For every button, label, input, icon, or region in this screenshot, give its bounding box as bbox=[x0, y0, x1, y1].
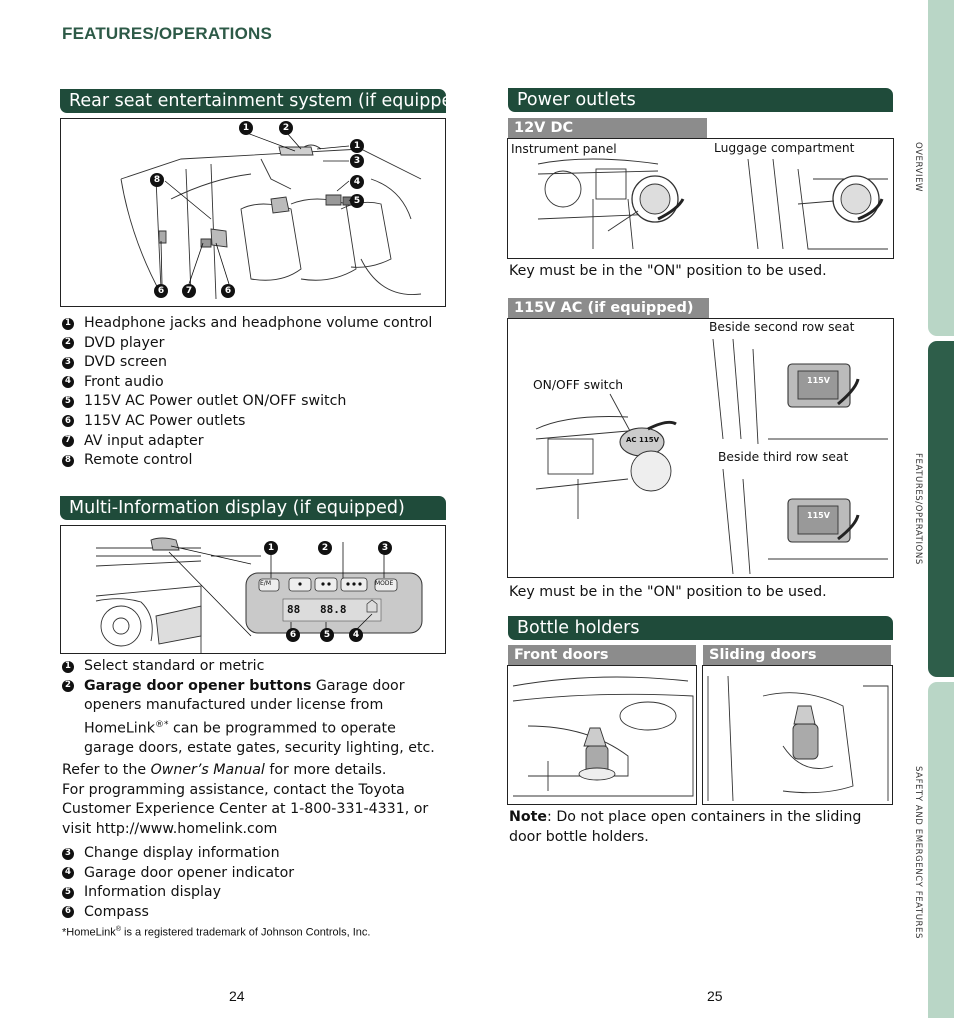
second-row-label: Beside second row seat bbox=[709, 320, 855, 334]
callout-5: 5 bbox=[350, 194, 364, 208]
callout-4: 4 bbox=[350, 175, 364, 189]
homelink-footnote: *HomeLink® is a registered trademark of … bbox=[62, 926, 371, 939]
bottle-note: Note: Do not place open containers in th… bbox=[509, 809, 862, 845]
dc-key-note: Key must be in the "ON" position to be u… bbox=[509, 263, 827, 279]
callout-4: 4 bbox=[349, 628, 363, 642]
side-label-features: FEATURES/OPERATIONS bbox=[913, 453, 923, 565]
callout-1: 1 bbox=[239, 121, 253, 135]
callout-5: 5 bbox=[320, 628, 334, 642]
dc-subtitle: 12V DC bbox=[508, 118, 707, 138]
dc-outlet-illustration: Instrument panel Luggage compartment bbox=[507, 138, 894, 259]
sliding-doors-subtitle: Sliding doors bbox=[703, 645, 891, 665]
page-number-left: 24 bbox=[229, 988, 245, 1004]
list-item: 2 Garage door opener buttons Garage door… bbox=[62, 677, 452, 759]
callout-6b: 6 bbox=[221, 284, 235, 298]
van-interior-drawing bbox=[120, 132, 422, 300]
luggage-compartment-label: Luggage compartment bbox=[714, 141, 855, 155]
callout-7: 7 bbox=[182, 284, 196, 298]
garage-door-bold: Garage door opener buttons bbox=[84, 677, 312, 694]
callout-1b: 1 bbox=[350, 139, 364, 153]
side-tabs bbox=[928, 0, 954, 1018]
callout-6: 6 bbox=[286, 628, 300, 642]
tab-safety[interactable] bbox=[928, 682, 954, 1018]
info-readout: 88.8 bbox=[320, 603, 347, 616]
power-outlets-title: Power outlets bbox=[508, 88, 893, 112]
instrument-panel-label: Instrument panel bbox=[511, 142, 617, 156]
callout-3: 3 bbox=[378, 541, 392, 555]
third-row-label: Beside third row seat bbox=[718, 450, 849, 464]
compass-readout: 88 bbox=[287, 603, 301, 616]
ac-outlet-drawing bbox=[535, 338, 888, 575]
side-label-overview: OVERVIEW bbox=[913, 142, 923, 193]
side-label-safety: SAFETY AND EMERGENCY FEATURES bbox=[913, 766, 923, 940]
page-number-right: 25 bbox=[707, 988, 723, 1004]
ac-subtitle: 115V AC (if equipped) bbox=[508, 298, 709, 318]
callout-2: 2 bbox=[279, 121, 293, 135]
mid-section-title: Multi-Information display (if equipped) bbox=[60, 496, 446, 520]
bottle-holders-title: Bottle holders bbox=[508, 616, 893, 640]
on-off-switch-label: ON/OFF switch bbox=[533, 378, 624, 392]
ac-switch-text: AC 115V bbox=[626, 436, 660, 444]
dashboard-drawing bbox=[95, 537, 423, 653]
dc-outlet-drawing bbox=[537, 158, 888, 250]
front-door-drawing bbox=[512, 676, 694, 797]
mid-illustration: E/M MODE 88 88.8 1 2 3 6 5 4 bbox=[60, 525, 446, 654]
callout-3: 3 bbox=[350, 154, 364, 168]
tab-features-operations[interactable] bbox=[928, 341, 954, 677]
callout-8: 8 bbox=[150, 173, 164, 187]
page-header: FEATURES/OPERATIONS bbox=[62, 24, 273, 43]
front-doors-subtitle: Front doors bbox=[508, 645, 696, 665]
front-door-holder-illustration bbox=[507, 665, 697, 805]
refer-paragraph: Refer to the Owner’s Manual for more det… bbox=[62, 761, 428, 839]
sliding-door-drawing bbox=[707, 675, 889, 802]
sliding-door-holder-illustration bbox=[702, 665, 893, 805]
outlet-text-second: 115V bbox=[807, 376, 830, 385]
callout-6: 6 bbox=[154, 284, 168, 298]
em-button-label: E/M bbox=[260, 580, 271, 587]
callout-1: 1 bbox=[264, 541, 278, 555]
mode-button-label: MODE bbox=[375, 580, 394, 587]
outlet-text-third: 115V bbox=[807, 511, 830, 520]
homelink-link[interactable]: visit http://www.homelink.com bbox=[62, 820, 278, 837]
tab-overview[interactable] bbox=[928, 0, 954, 336]
rse-illustration: 1 2 1 3 4 5 8 6 7 6 bbox=[60, 118, 446, 307]
callout-2: 2 bbox=[318, 541, 332, 555]
ac-key-note: Key must be in the "ON" position to be u… bbox=[509, 584, 827, 600]
rse-section-title: Rear seat entertainment system (if equip… bbox=[60, 89, 446, 113]
ac-outlet-illustration: ON/OFF switch AC 115V Beside second row … bbox=[507, 318, 894, 578]
